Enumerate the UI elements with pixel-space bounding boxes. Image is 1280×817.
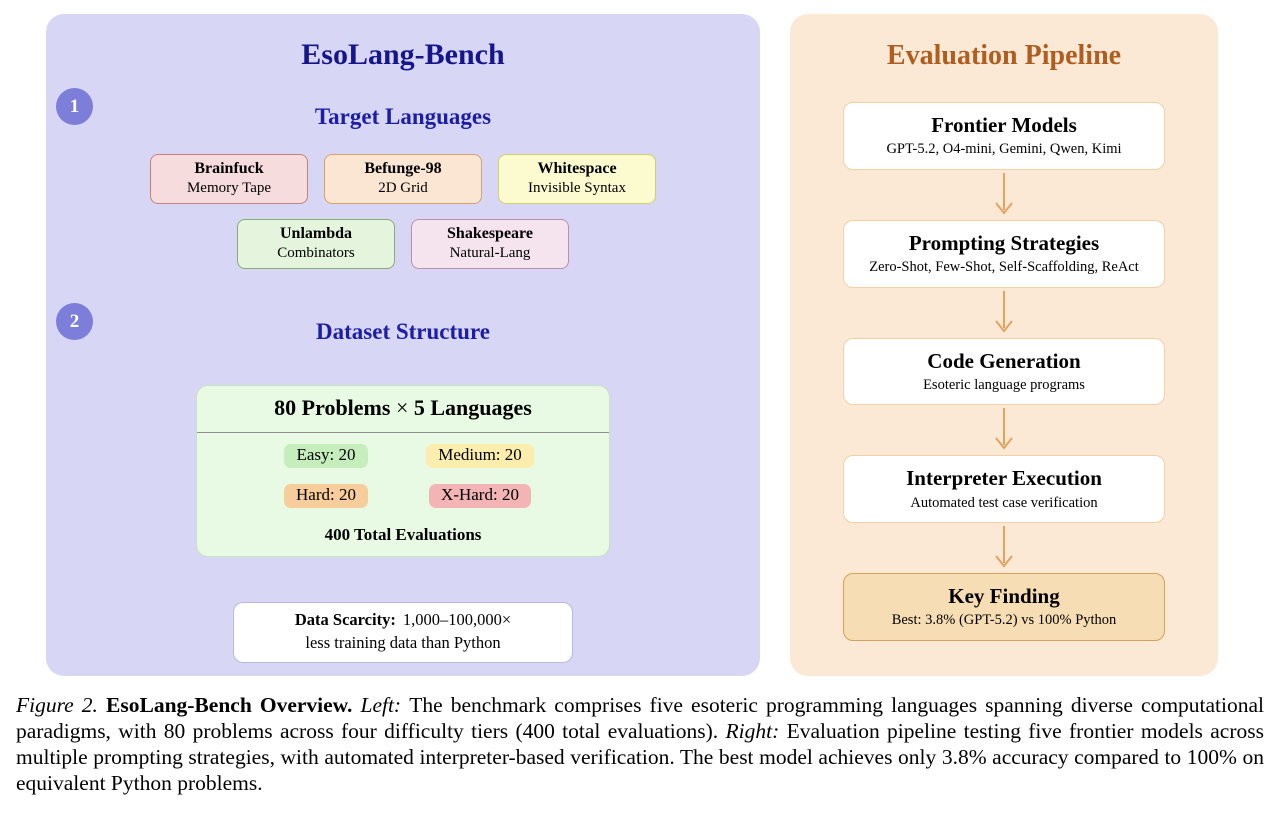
dataset-header: 80 Problems × 5 Languages (197, 395, 609, 421)
right-panel-title: Evaluation Pipeline (886, 40, 1122, 71)
pipeline-step-subtitle: Esoteric language programs (923, 376, 1085, 393)
dataset-structure-box: 80 Problems × 5 Languages Easy: 20 Medium… (196, 385, 610, 557)
difficulty-pills: Easy: 20 Medium: 20 Hard: 20 X-Hard: 20 (197, 444, 609, 508)
caption-segment: Evaluation pipeline testing five frontie… (16, 719, 1264, 795)
language-chip-befunge-98: Befunge-98 2D Grid (324, 154, 482, 204)
pipeline-step-title: Interpreter Execution (906, 466, 1102, 491)
language-name: Befunge-98 (364, 160, 442, 177)
pipeline-step-title: Prompting Strategies (908, 230, 1100, 255)
dataset-header-languages: 5 Languages (413, 395, 532, 420)
difficulty-pill-hard: Hard: 20 (284, 484, 368, 508)
language-name: Unlambda (279, 225, 353, 242)
pipeline-step-subtitle: GPT-5.2, O4-mini, Gemini, Qwen, Kimi (886, 141, 1122, 158)
difficulty-pill-x-hard: X-Hard: 20 (429, 484, 531, 508)
total-evaluations-label: 400 Total Evaluations (324, 525, 482, 544)
pipeline-arrow-down-icon (993, 405, 1015, 455)
dataset-header-problems: 80 Problems (274, 395, 391, 420)
pipeline-arrow-down-icon (993, 523, 1015, 573)
pipeline-step-subtitle: Best: 3.8% (GPT-5.2) vs 100% Python (891, 612, 1117, 629)
language-name: Whitespace (537, 160, 617, 177)
caption-segment: EsoLang-Bench Overview. (106, 693, 361, 717)
figure-caption: Figure 2. EsoLang-Bench Overview. Left: … (16, 692, 1264, 796)
data-scarcity-label: Data Scarcity: (294, 610, 396, 629)
language-paradigm: Natural-Lang (449, 245, 531, 261)
pipeline-step-subtitle: Zero-Shot, Few-Shot, Self-Scaffolding, R… (869, 258, 1139, 275)
caption-segment: Left: (360, 693, 410, 717)
caption-segment: Figure 2. (16, 693, 107, 717)
multiply-symbol: × (395, 395, 409, 420)
target-languages-heading: Target Languages (314, 104, 492, 129)
pipeline-step-subtitle: Automated test case verification (910, 494, 1098, 511)
section-badge-2: 2 (56, 303, 93, 340)
language-name: Shakespeare (447, 225, 533, 242)
data-scarcity-box: Data Scarcity: 1,000–100,000× less traini… (233, 602, 573, 663)
esolang-bench-panel: EsoLang-Bench 1 Target Languages Brainfu… (46, 14, 760, 676)
dataset-divider (197, 432, 609, 433)
section-badge-1: 1 (56, 88, 93, 125)
dataset-structure-heading: Dataset Structure (316, 319, 490, 344)
section-badge-2-number: 2 (69, 310, 80, 332)
section-badge-1-number: 1 (69, 95, 80, 117)
difficulty-pill-medium: Medium: 20 (426, 444, 534, 468)
language-name: Brainfuck (194, 160, 264, 177)
difficulty-pill-easy: Easy: 20 (284, 444, 368, 468)
language-paradigm: Memory Tape (186, 180, 272, 196)
caption-segment: Right: (725, 719, 787, 743)
pipeline-step-title: Code Generation (927, 348, 1081, 373)
left-panel-title: EsoLang-Bench (301, 38, 505, 71)
data-scarcity-line2: less training data than Python (305, 632, 501, 652)
pipeline-step-title: Key Finding (948, 584, 1060, 609)
pipeline-step-title: Frontier Models (931, 113, 1077, 137)
pipeline-arrow-down-icon (993, 170, 1015, 220)
pipeline-arrow-down-icon (993, 288, 1015, 338)
caption-segment: The benchmark comprises five esoteric pr… (16, 693, 1265, 743)
data-scarcity-value: 1,000–100,000× (402, 610, 512, 629)
language-paradigm: Combinators (277, 245, 355, 261)
language-paradigm: 2D Grid (378, 180, 428, 196)
language-paradigm: Invisible Syntax (528, 180, 626, 196)
data-scarcity-line1: Data Scarcity: 1,000–100,000× (238, 609, 568, 632)
